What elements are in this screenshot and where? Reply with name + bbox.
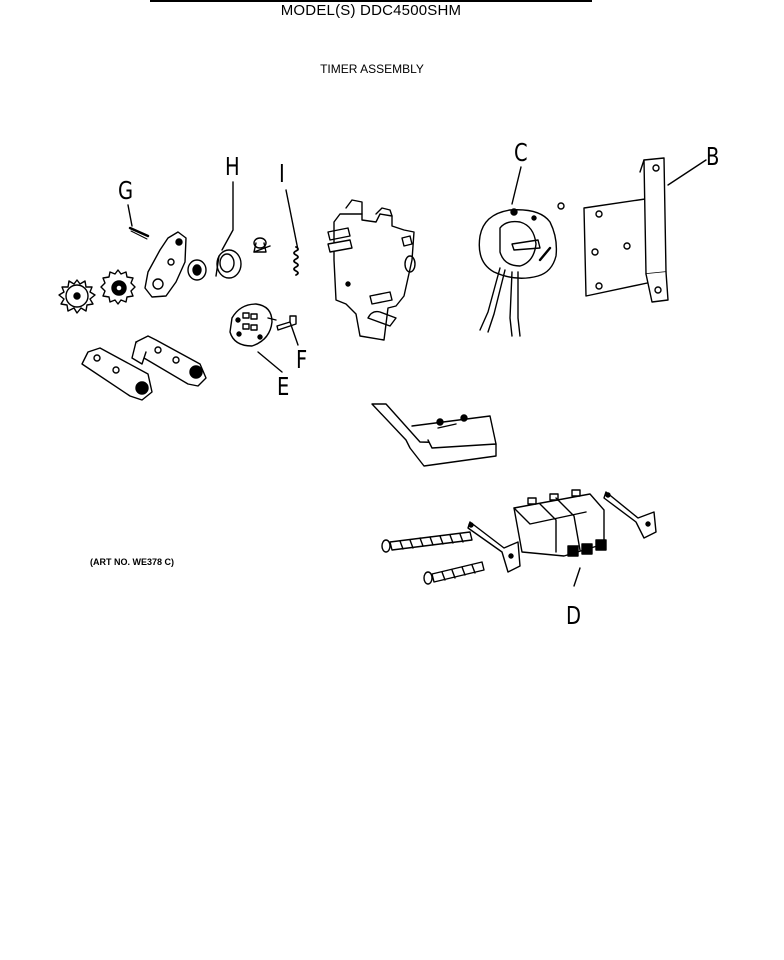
part-d-switch-block xyxy=(514,490,606,556)
part-f-contact xyxy=(277,316,296,330)
callout-i: I xyxy=(279,159,285,188)
terminal-plate-right xyxy=(604,492,656,538)
linkage-arm-upper xyxy=(132,336,206,386)
switch-mount-bracket xyxy=(372,404,496,466)
gear-large xyxy=(59,280,95,313)
long-screw-lower xyxy=(424,562,484,584)
part-b-bracket xyxy=(584,158,668,302)
cam-lever xyxy=(145,232,186,297)
callout-c: C xyxy=(514,138,528,167)
part-i-spring xyxy=(294,247,298,275)
timer-frame xyxy=(328,200,415,340)
small-screw xyxy=(254,238,270,252)
callout-g: G xyxy=(118,176,134,205)
part-c-timer-motor xyxy=(479,203,564,336)
callout-f: F xyxy=(296,345,308,374)
gear-small-with-hub xyxy=(101,270,135,304)
art-number: (ART NO. WE378 C) xyxy=(90,557,175,567)
part-h-clip xyxy=(216,250,241,278)
callout-h: H xyxy=(225,152,240,181)
part-e-contact-disc xyxy=(230,304,276,346)
callout-d: D xyxy=(566,601,582,630)
callout-e: E xyxy=(277,372,290,401)
terminal-plate-left xyxy=(468,522,520,572)
part-g-pin xyxy=(130,228,148,239)
long-screw-upper xyxy=(382,532,472,552)
callout-b: B xyxy=(706,142,720,171)
header-rule xyxy=(150,0,592,2)
model-title: MODEL(S) DDC4500SHM xyxy=(280,2,462,19)
linkage-arm-lower xyxy=(82,348,152,400)
washer xyxy=(188,260,206,280)
assembly-title: TIMER ASSEMBLY xyxy=(320,62,424,76)
